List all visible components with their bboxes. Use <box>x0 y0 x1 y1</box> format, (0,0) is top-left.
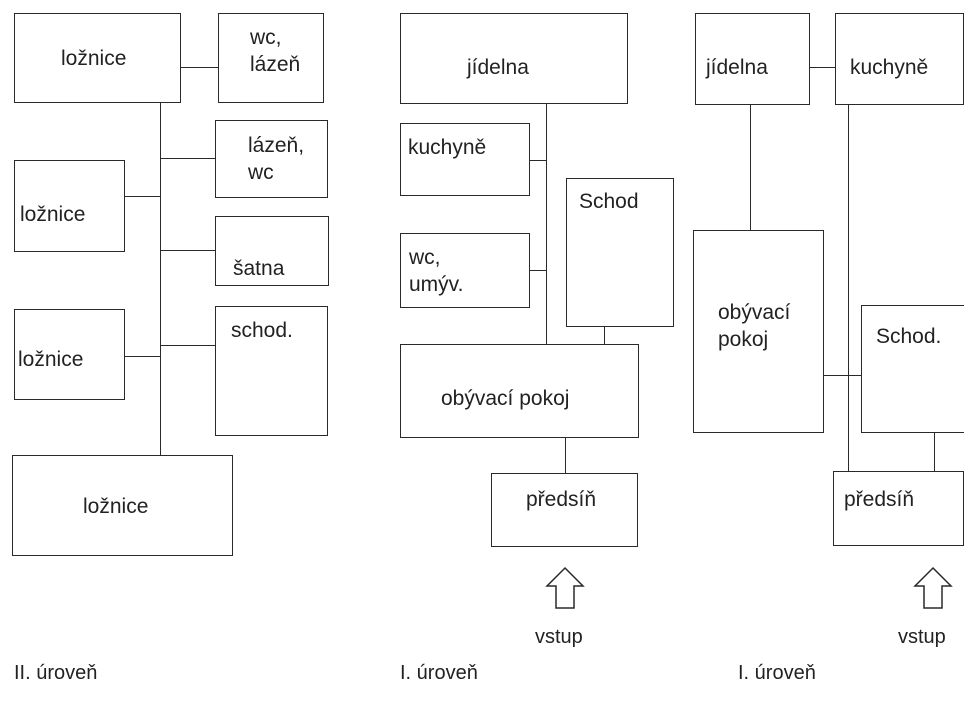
room-label: ložnice <box>61 47 127 70</box>
entrance-arrow-icon <box>913 566 953 609</box>
room-label: kuchyně <box>850 56 929 79</box>
room-label: kuchyně <box>408 136 487 159</box>
room-stairs: Schod <box>566 178 674 327</box>
room-dining: jídelna <box>400 13 628 104</box>
entrance-arrow-icon <box>545 566 585 609</box>
room-label: wc, umýv. <box>409 246 464 296</box>
connector <box>160 158 215 159</box>
room-dining: jídelna <box>695 13 810 105</box>
room-wc-bathroom: wc, lázeň <box>218 13 324 103</box>
connector <box>160 103 161 455</box>
room-living-room: obývací pokoj <box>693 230 824 433</box>
connector <box>604 327 605 344</box>
connector <box>181 67 218 68</box>
connector <box>934 433 935 471</box>
room-bedroom: ložnice <box>14 13 181 103</box>
room-label: Schod <box>579 190 639 213</box>
room-wardrobe: šatna <box>215 216 329 286</box>
connector <box>160 250 215 251</box>
room-label: wc, lázeň <box>250 26 301 76</box>
room-label: Schod. <box>876 325 942 348</box>
room-bedroom: ložnice <box>12 455 233 556</box>
room-label: ložnice <box>20 203 86 226</box>
room-stairs: schod. <box>215 306 328 436</box>
room-bedroom: ložnice <box>14 309 125 400</box>
room-label: jídelna <box>467 56 529 79</box>
connector <box>810 67 835 68</box>
entrance-label: vstup <box>535 626 583 648</box>
room-hallway: předsíň <box>491 473 638 547</box>
room-living-room: obývací pokoj <box>400 344 639 438</box>
connector <box>546 104 547 344</box>
connector <box>125 196 160 197</box>
level-caption: I. úroveň <box>400 662 478 684</box>
connector <box>848 105 849 471</box>
connector <box>530 160 546 161</box>
room-stairs: Schod. <box>861 305 964 433</box>
level-caption: I. úroveň <box>738 662 816 684</box>
level-caption: II. úroveň <box>14 662 98 684</box>
room-label: lázeň, wc <box>248 134 305 184</box>
room-kitchen: kuchyně <box>400 123 530 196</box>
room-hallway: předsíň <box>833 471 964 546</box>
connector <box>565 438 566 473</box>
room-kitchen: kuchyně <box>835 13 964 105</box>
connector <box>160 345 215 346</box>
room-label: jídelna <box>706 56 768 79</box>
room-label: ložnice <box>18 348 84 371</box>
room-label: šatna <box>233 257 285 280</box>
room-bedroom: ložnice <box>14 160 125 252</box>
room-wc-washroom: wc, umýv. <box>400 233 530 308</box>
room-label: předsíň <box>844 488 915 511</box>
room-label: obývací pokoj <box>441 387 570 410</box>
connector <box>530 270 546 271</box>
connector <box>823 375 861 376</box>
connector <box>750 105 751 230</box>
room-label: předsíň <box>526 488 597 511</box>
entrance-label: vstup <box>898 626 946 648</box>
room-label: ložnice <box>83 495 149 518</box>
room-bathroom-wc: lázeň, wc <box>215 120 328 198</box>
room-label: schod. <box>231 319 293 342</box>
connector <box>125 356 160 357</box>
room-label: obývací pokoj <box>718 301 791 351</box>
